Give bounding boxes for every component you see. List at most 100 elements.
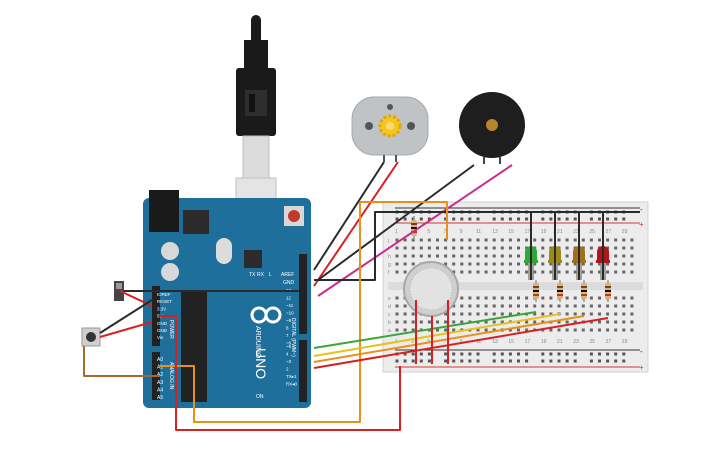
row-letter: h — [388, 254, 391, 260]
wire-green[interactable] — [313, 311, 537, 349]
power-pin-label: Vin — [157, 335, 164, 340]
usb-cable[interactable] — [235, 15, 277, 219]
rail-hole — [541, 352, 545, 356]
terminal-hole — [508, 238, 512, 242]
rail-hole — [573, 352, 577, 356]
arduino-model-text: UNO — [253, 348, 269, 379]
terminal-hole — [589, 312, 593, 316]
terminal-hole — [622, 328, 626, 332]
column-number: 23 — [573, 229, 579, 235]
gas-sensor[interactable] — [403, 261, 459, 317]
terminal-hole — [403, 254, 407, 258]
wire-red[interactable] — [160, 315, 401, 431]
terminal-hole — [630, 328, 634, 332]
terminal-hole — [508, 296, 512, 300]
terminal-hole — [565, 262, 569, 266]
rail-hole — [427, 217, 431, 221]
power-pin-label: RESET — [157, 299, 172, 304]
row-letter: g — [388, 262, 391, 268]
terminal-hole — [630, 254, 634, 258]
terminal-hole — [622, 270, 626, 274]
rail-hole — [614, 352, 618, 356]
terminal-hole — [606, 262, 610, 266]
terminal-hole — [492, 296, 496, 300]
terminal-hole — [581, 238, 585, 242]
row-letter: f — [388, 270, 390, 276]
wire-orange[interactable] — [160, 201, 448, 423]
terminal-hole — [589, 304, 593, 308]
piezo-buzzer[interactable] — [459, 92, 525, 164]
terminal-hole — [492, 262, 496, 266]
terminal-hole — [508, 312, 512, 316]
wire-red[interactable] — [313, 317, 609, 369]
resistor[interactable] — [581, 280, 587, 302]
terminal-hole — [517, 270, 520, 274]
terminal-hole — [573, 296, 577, 300]
column-number: 15 — [508, 229, 514, 235]
column-number: 11 — [476, 229, 481, 235]
terminal-hole — [484, 270, 488, 274]
rail-hole — [525, 359, 529, 363]
rail-minus-label-top: - — [640, 205, 643, 214]
pushbutton[interactable] — [81, 327, 101, 347]
column-number: 1 — [395, 229, 398, 235]
terminal-hole — [468, 312, 472, 316]
terminal-hole — [427, 254, 431, 258]
analog-pin-label: A1 — [157, 365, 163, 371]
row-letter: c — [388, 312, 391, 318]
wire-red[interactable] — [313, 161, 399, 287]
terminal-hole — [606, 320, 610, 324]
wire-black[interactable] — [317, 164, 475, 281]
terminal-hole — [403, 312, 407, 316]
resistor[interactable] — [605, 280, 611, 302]
terminal-hole — [573, 238, 577, 242]
terminal-hole — [427, 238, 431, 242]
terminal-hole — [606, 246, 610, 250]
rail-hole — [468, 217, 472, 221]
rail-hole — [452, 359, 456, 363]
terminal-hole — [598, 296, 601, 300]
terminal-hole — [476, 312, 480, 316]
terminal-hole — [565, 246, 569, 250]
wire-red[interactable] — [99, 321, 153, 338]
terminal-hole — [468, 254, 472, 258]
terminal-hole — [581, 304, 585, 308]
terminal-hole — [468, 296, 472, 300]
dc-motor[interactable] — [351, 96, 429, 162]
arduino-uno-board[interactable]: ARDUINO UNO DIGITAL (PWM~) POWER ANALOG … — [143, 190, 311, 408]
terminal-hole — [541, 246, 545, 250]
terminal-hole — [517, 328, 520, 332]
resistor[interactable] — [557, 280, 563, 302]
rail-hole — [606, 352, 610, 356]
terminal-hole — [630, 304, 634, 308]
terminal-hole — [460, 270, 464, 274]
terminal-hole — [565, 254, 569, 258]
wire-brown[interactable] — [83, 346, 160, 377]
power-pin-label: 5V — [157, 314, 163, 319]
wire-magenta[interactable] — [317, 164, 513, 297]
rail-hole — [444, 217, 448, 221]
rail-hole — [444, 352, 448, 356]
terminal-hole — [573, 320, 577, 324]
terminal-hole — [589, 262, 593, 266]
resistor[interactable] — [533, 280, 539, 302]
terminal-hole — [630, 296, 634, 300]
wire-black[interactable] — [314, 211, 640, 281]
rail-hole — [460, 352, 464, 356]
terminal-hole — [395, 296, 399, 300]
rail-hole — [589, 359, 593, 363]
terminal-hole — [427, 246, 431, 250]
row-letter: e — [388, 296, 391, 302]
analog-pin-label: A5 — [157, 395, 163, 401]
wire-black[interactable] — [313, 161, 385, 271]
terminal-hole — [436, 254, 439, 258]
terminal-hole — [622, 262, 626, 266]
slide-switch[interactable] — [114, 281, 124, 301]
terminal-hole — [508, 246, 512, 250]
terminal-hole — [411, 238, 415, 242]
rail-hole — [606, 217, 610, 221]
terminal-hole — [500, 312, 504, 316]
wire-yellow[interactable] — [313, 313, 561, 357]
wire-black[interactable] — [99, 299, 153, 334]
rail-hole — [598, 217, 601, 221]
